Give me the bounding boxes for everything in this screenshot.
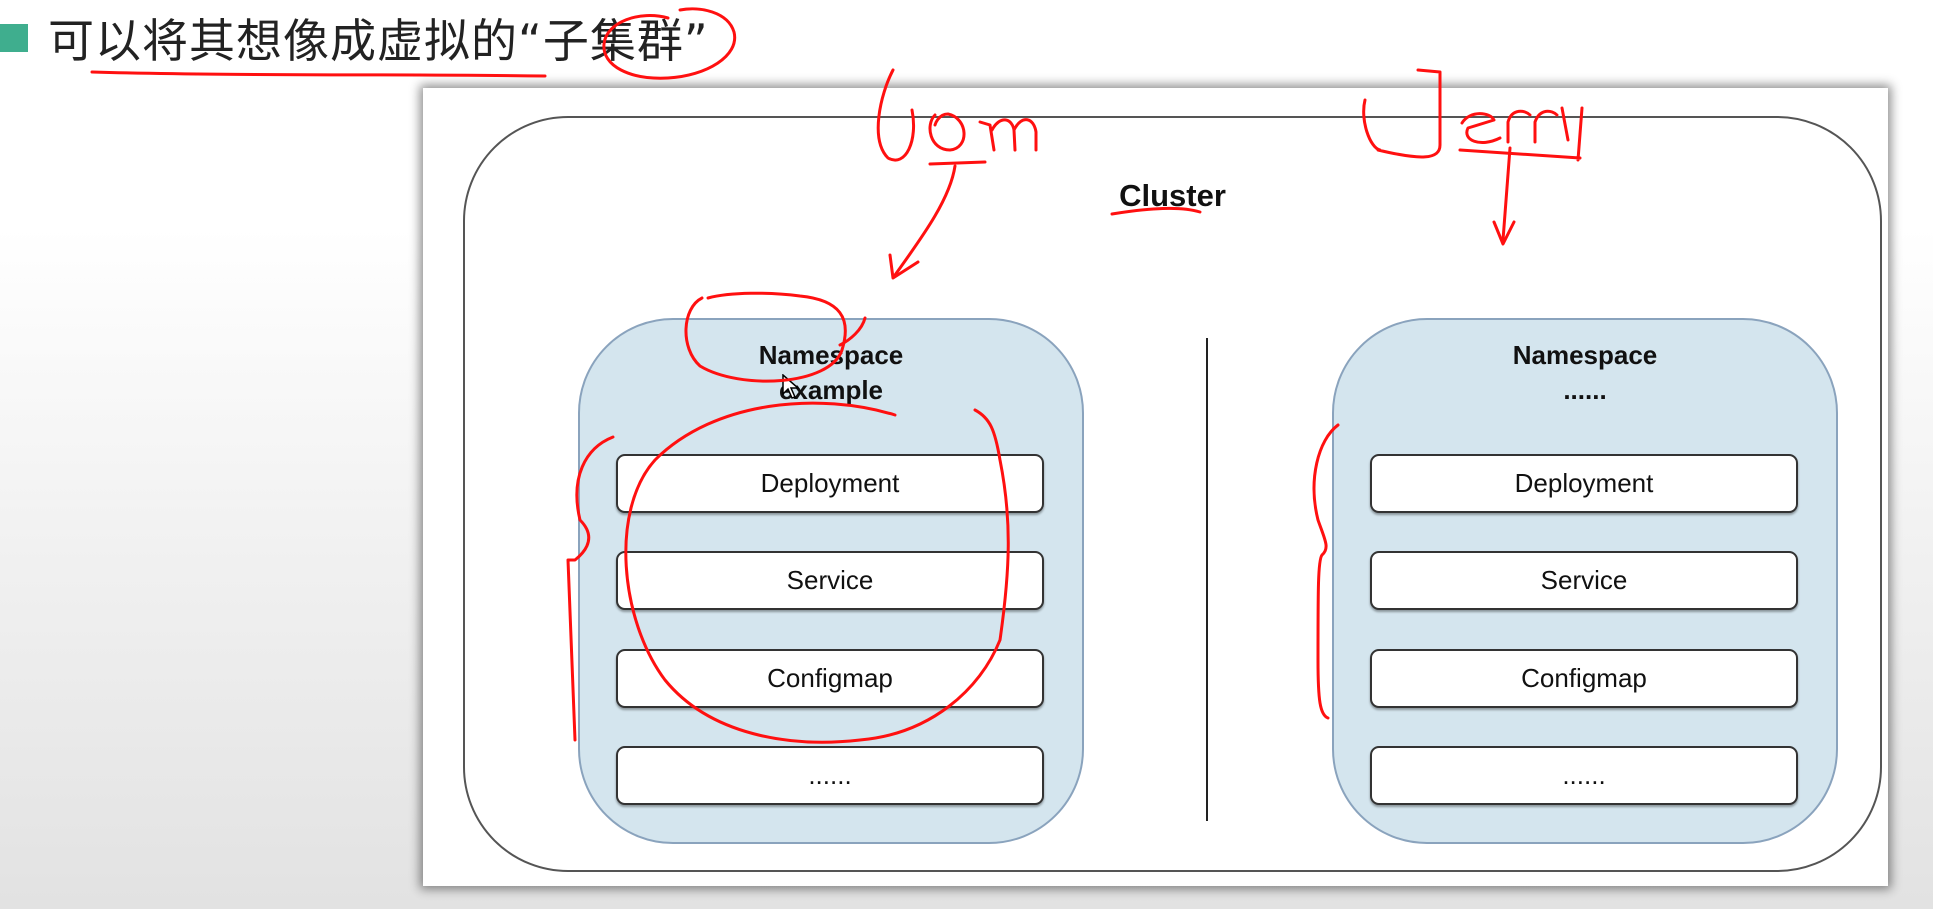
resource-service: Service — [1370, 551, 1798, 610]
namespace-box-example: Namespace example Deployment Service Con… — [578, 318, 1084, 844]
bullet-heading: 可以将其想像成虚拟的“子集群” — [0, 8, 709, 68]
resource-more: ...... — [1370, 746, 1798, 805]
resource-configmap: Configmap — [616, 649, 1044, 708]
namespace-title-line1: Namespace — [758, 340, 904, 370]
namespace-title: Namespace example — [580, 338, 1082, 408]
cluster-label: Cluster — [1119, 178, 1226, 213]
resource-more: ...... — [616, 746, 1044, 805]
namespace-title-line2: example — [778, 375, 884, 405]
namespace-box-other: Namespace ...... Deployment Service Conf… — [1332, 318, 1838, 844]
namespace-title: Namespace ...... — [1334, 338, 1836, 408]
heading-underline — [90, 70, 547, 78]
resource-service: Service — [616, 551, 1044, 610]
namespace-title-line2: ...... — [1563, 375, 1607, 405]
cluster-box: Cluster Namespace example Deployment Ser… — [463, 116, 1882, 872]
cluster-figure: Cluster Namespace example Deployment Ser… — [423, 88, 1888, 886]
bullet-square-icon — [0, 24, 28, 52]
namespace-title-line1: Namespace — [1512, 340, 1658, 370]
mouse-cursor-icon — [782, 374, 800, 399]
heading-text: 可以将其想像成虚拟的“子集群” — [48, 14, 709, 68]
resource-configmap: Configmap — [1370, 649, 1798, 708]
resource-deployment: Deployment — [1370, 454, 1798, 513]
resource-deployment: Deployment — [616, 454, 1044, 513]
divider-line — [1206, 338, 1208, 821]
